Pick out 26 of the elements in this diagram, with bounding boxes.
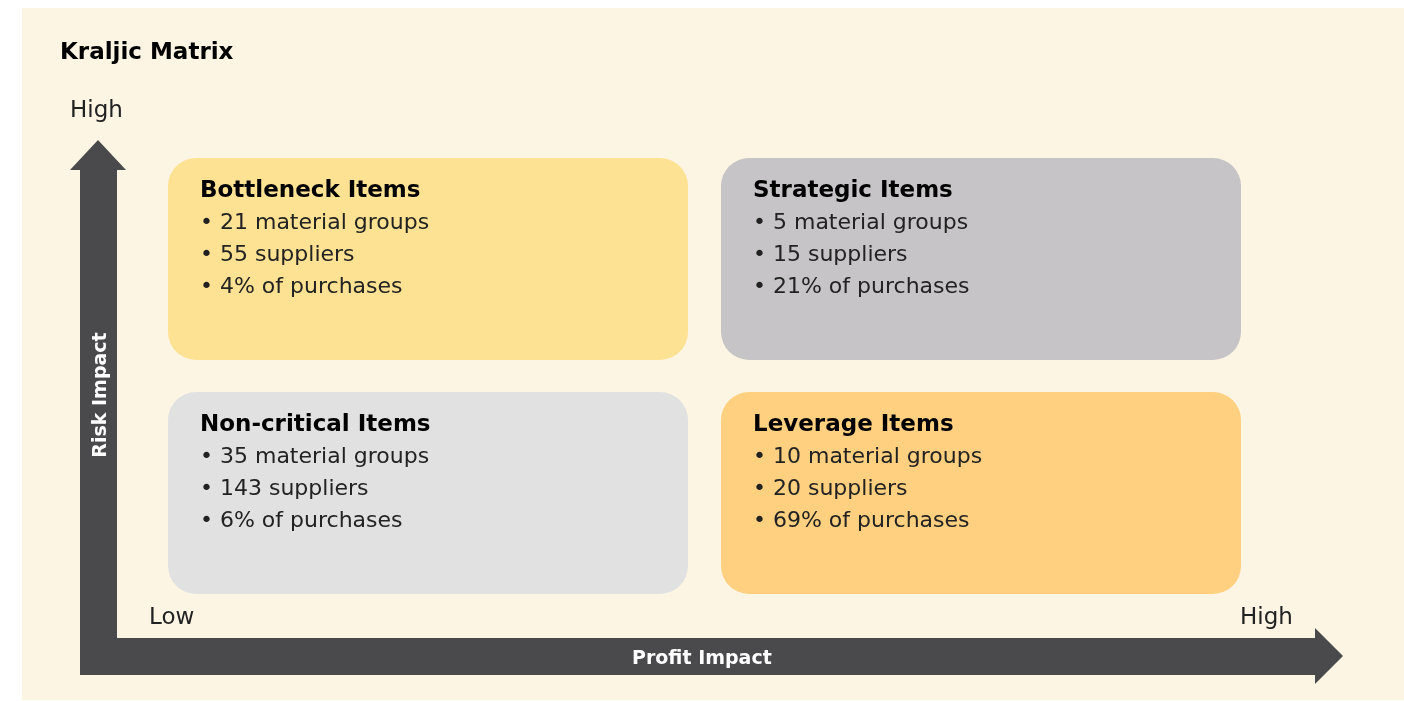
quadrant-title: Non-critical Items [200,410,431,436]
quadrant-title: Strategic Items [753,176,953,202]
bullet-item: • 5 material groups [753,208,969,236]
diagram-title: Kraljic Matrix [60,38,234,64]
bullet-item: • 6% of purchases [200,506,403,534]
axis-end-label: Low [149,603,195,629]
bullet-item: • 21 material groups [200,208,430,236]
axis-end-label: High [1240,603,1293,629]
bullet-item: • 20 suppliers [753,474,908,502]
axis-title: Profit Impact [632,646,772,668]
bullet-item: • 4% of purchases [200,272,403,300]
bullet-item: • 143 suppliers [200,474,369,502]
bullet-item: • 69% of purchases [753,506,970,534]
bullet-item: • 10 material groups [753,442,983,470]
quadrant-box [168,158,688,360]
quadrant-box [721,392,1241,594]
quadrant-box [721,158,1241,360]
bullet-item: • 21% of purchases [753,272,970,300]
bullet-item: • 15 suppliers [753,240,908,268]
quadrant-box [168,392,688,594]
bullet-item: • 55 suppliers [200,240,355,268]
bullet-item: • 35 material groups [200,442,430,470]
axis-end-label: High [70,96,123,122]
quadrant-title: Bottleneck Items [200,176,421,202]
quadrant-title: Leverage Items [753,410,954,436]
axis-title: Risk Impact [87,332,110,458]
